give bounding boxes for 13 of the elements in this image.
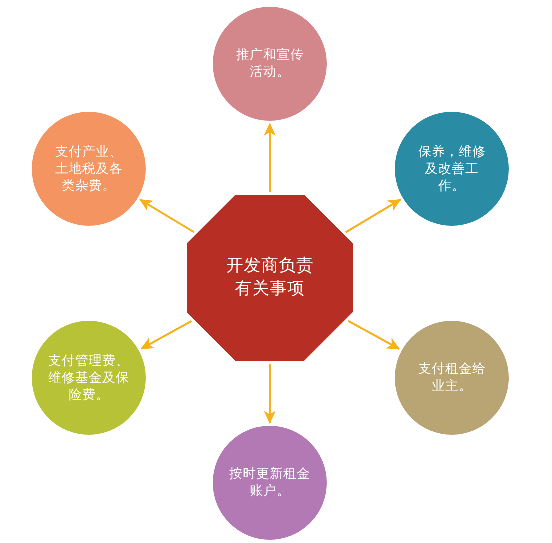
octagon: 开发商负责有关事项 [187,195,353,361]
task-circle: 保养，维修及改善工作。 [395,112,509,226]
arrow [348,320,400,350]
task-circle: 支付租金给业主。 [395,321,509,435]
task-circle: 支付管理费、维修基金及保险费。 [32,321,146,435]
task-circle: 按时更新租金账户。 [213,426,327,540]
arrow [264,123,276,192]
arrow [345,198,402,234]
task-circle: 支付产业、土地税及各类杂费。 [32,112,146,226]
task-circle: 推广和宣传活动。 [213,7,327,121]
arrow [140,199,195,234]
arrow [140,320,192,350]
arrow [264,364,276,424]
